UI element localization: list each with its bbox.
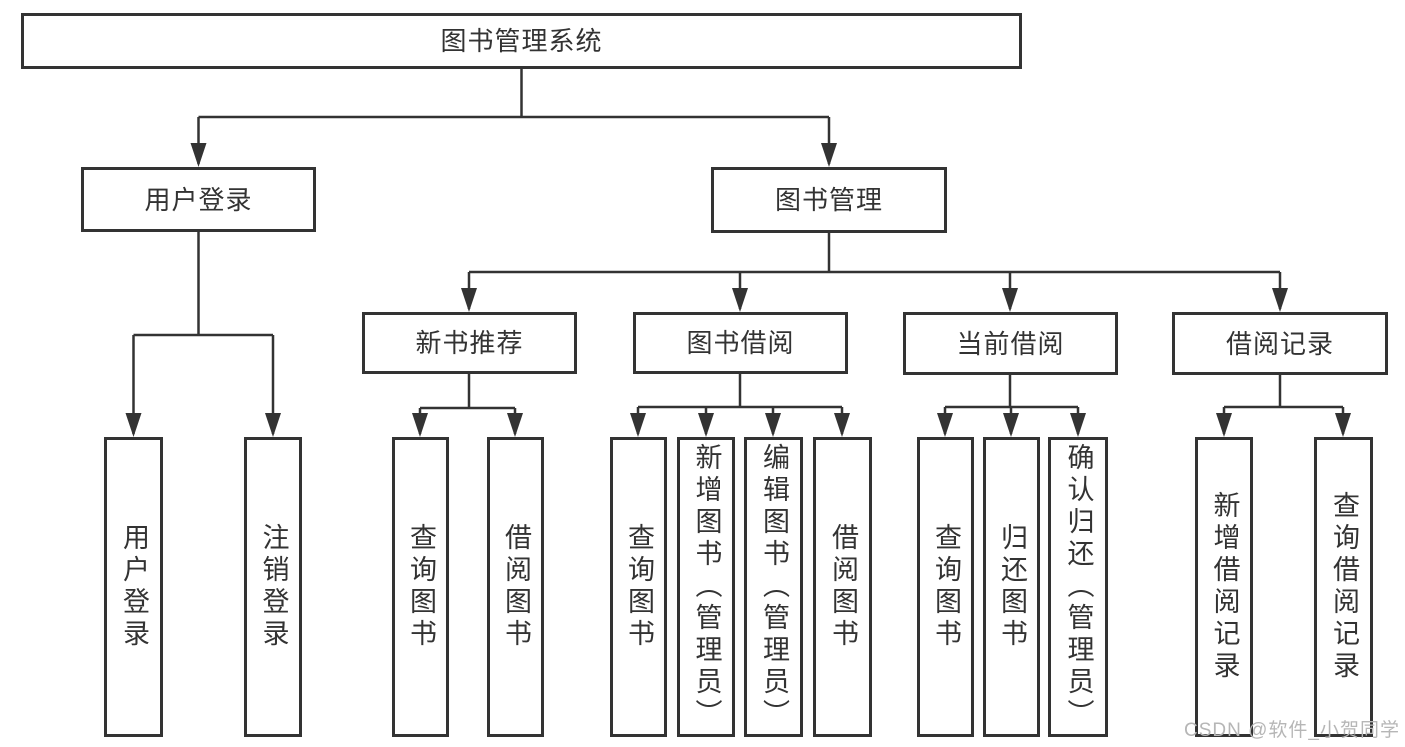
node-label: 图书管理 bbox=[774, 185, 883, 215]
leaf-bb-edit-book-admin: 编辑图书（管理员） bbox=[744, 437, 803, 737]
node-label: 借阅记录 bbox=[1225, 328, 1334, 359]
arrow-icon bbox=[1216, 413, 1232, 437]
arrow-icon bbox=[630, 413, 646, 437]
arrow-icon bbox=[1070, 413, 1086, 437]
leaf-user-login: 用户登录 bbox=[104, 437, 163, 737]
arrow-icon bbox=[265, 413, 281, 437]
node-label: 借阅图书 bbox=[828, 523, 858, 651]
node-label: 编辑图书（管理员） bbox=[759, 443, 789, 731]
leaf-br-add-record: 新增借阅记录 bbox=[1195, 437, 1253, 737]
arrow-icon bbox=[125, 413, 142, 437]
connector-records-to-leaves bbox=[1222, 374, 1345, 434]
node-borrow-records: 借阅记录 bbox=[1172, 312, 1388, 375]
leaf-nb-query-book: 查询图书 bbox=[392, 437, 449, 737]
leaf-cb-return-book: 归还图书 bbox=[983, 437, 1040, 737]
node-label: 图书借阅 bbox=[686, 328, 795, 358]
node-label: 图书管理系统 bbox=[440, 26, 603, 56]
arrow-icon bbox=[461, 288, 477, 312]
node-label: 当前借阅 bbox=[956, 328, 1065, 359]
node-book-management: 图书管理 bbox=[711, 167, 947, 233]
node-book-borrow: 图书借阅 bbox=[633, 312, 848, 374]
node-label: 查询图书 bbox=[931, 523, 961, 651]
arrow-icon bbox=[1272, 288, 1288, 312]
leaf-logout: 注销登录 bbox=[244, 437, 302, 737]
node-label: 借阅图书 bbox=[501, 523, 531, 651]
node-label: 查询借阅记录 bbox=[1329, 491, 1359, 683]
arrow-icon bbox=[834, 413, 850, 437]
node-label: 查询图书 bbox=[624, 523, 654, 651]
arrow-icon bbox=[1335, 413, 1351, 437]
arrow-icon bbox=[190, 143, 207, 167]
leaf-br-query-record: 查询借阅记录 bbox=[1314, 437, 1373, 737]
node-current-borrow: 当前借阅 bbox=[903, 312, 1118, 375]
node-label: 新增图书（管理员） bbox=[691, 443, 722, 731]
arrow-icon bbox=[412, 413, 428, 437]
arrowheads bbox=[125, 143, 1351, 437]
arrow-icon bbox=[507, 413, 523, 437]
node-label: 新书推荐 bbox=[415, 328, 524, 358]
node-user-login: 用户登录 bbox=[81, 167, 316, 232]
arrow-icon bbox=[765, 413, 781, 437]
leaf-cb-confirm-return-admin: 确认归还（管理员） bbox=[1048, 437, 1108, 737]
arrow-icon bbox=[1002, 288, 1018, 312]
node-label: 用户登录 bbox=[144, 184, 253, 215]
node-label: 查询图书 bbox=[406, 523, 436, 651]
arrow-icon bbox=[1003, 413, 1019, 437]
leaf-bb-add-book-admin: 新增图书（管理员） bbox=[677, 437, 735, 737]
connector-recommend-to-leaves bbox=[418, 374, 517, 434]
node-label: 新增借阅记录 bbox=[1209, 491, 1240, 683]
node-new-book-recommend: 新书推荐 bbox=[362, 312, 577, 374]
leaf-bb-query-book: 查询图书 bbox=[610, 437, 667, 737]
arrow-icon bbox=[821, 143, 837, 167]
connector-root-to-level1 bbox=[197, 69, 831, 164]
arrow-icon bbox=[937, 413, 953, 437]
node-label: 用户登录 bbox=[119, 523, 149, 651]
node-root-library-system: 图书管理系统 bbox=[21, 13, 1022, 69]
leaf-bb-borrow-book: 借阅图书 bbox=[813, 437, 872, 737]
connector-mgmt-to-level2 bbox=[467, 233, 1282, 309]
node-label: 注销登录 bbox=[258, 523, 289, 651]
arrow-icon bbox=[732, 288, 748, 312]
leaf-cb-query-book: 查询图书 bbox=[917, 437, 974, 737]
leaf-nb-borrow-book: 借阅图书 bbox=[487, 437, 544, 737]
node-label: 确认归还（管理员） bbox=[1063, 443, 1094, 731]
connector-borrow-to-leaves bbox=[636, 374, 844, 434]
arrow-icon bbox=[698, 413, 714, 437]
csdn-watermark: CSDN @软件_小贺同学 bbox=[1184, 720, 1400, 741]
connector-login-to-leaves bbox=[132, 232, 275, 434]
node-label: 归还图书 bbox=[997, 523, 1027, 651]
